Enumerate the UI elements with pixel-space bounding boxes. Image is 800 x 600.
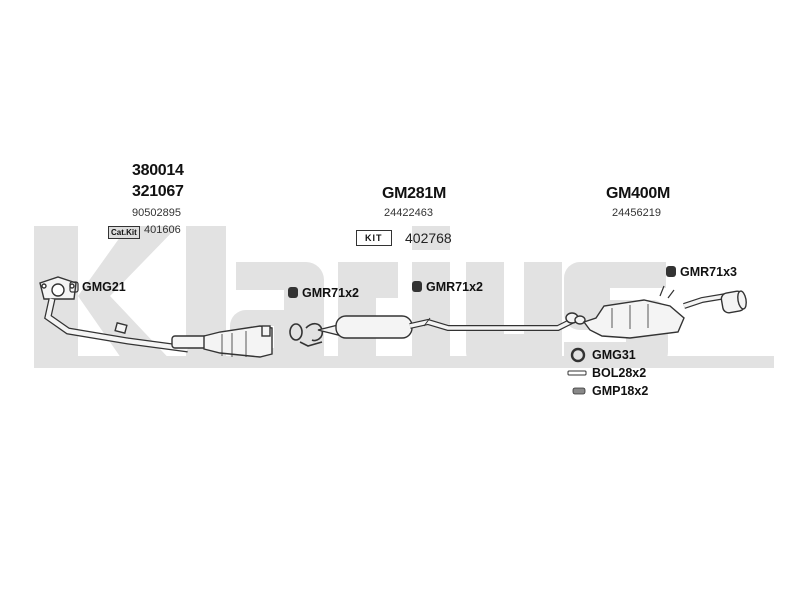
catalytic-converter[interactable] (171, 325, 273, 358)
cat-kit-badge: Cat.Kit (108, 226, 140, 239)
middle-silencer[interactable] (317, 315, 576, 339)
oe-number-rear: 24456219 (612, 207, 661, 219)
part-code-gm281m[interactable]: GM281M (382, 185, 446, 202)
rubber-mount-icon (69, 266, 676, 298)
oe-number-middle: 24422463 (384, 207, 433, 219)
ring-gasket-icon (570, 347, 586, 363)
accessory-gmp18x2[interactable]: GMP18x2 (592, 384, 649, 398)
front-pipe[interactable] (39, 276, 189, 353)
accessory-gmr71x3[interactable]: GMR71x3 (680, 265, 737, 279)
accessory-gmg21[interactable]: GMG21 (82, 280, 126, 294)
bolt-icon (567, 370, 587, 376)
cat-kit-ref[interactable]: 401606 (144, 224, 181, 236)
oe-number-front: 90502895 (132, 207, 181, 219)
accessory-gmr71x2-a[interactable]: GMR71x2 (302, 286, 359, 300)
accessory-gmg31[interactable]: GMG31 (592, 348, 636, 362)
clip-icon (572, 387, 586, 395)
rear-silencer[interactable] (582, 285, 748, 339)
part-code-380014[interactable]: 380014 (132, 162, 184, 179)
part-code-gm400m[interactable]: GM400M (606, 185, 670, 202)
accessory-bol28x2[interactable]: BOL28x2 (592, 366, 647, 380)
kit-ref[interactable]: 402768 (405, 230, 452, 246)
kit-badge: KIT (356, 230, 392, 246)
part-code-321067[interactable]: 321067 (132, 183, 184, 200)
accessory-gmr71x2-b[interactable]: GMR71x2 (426, 280, 483, 294)
rear-clamp[interactable] (565, 312, 586, 325)
